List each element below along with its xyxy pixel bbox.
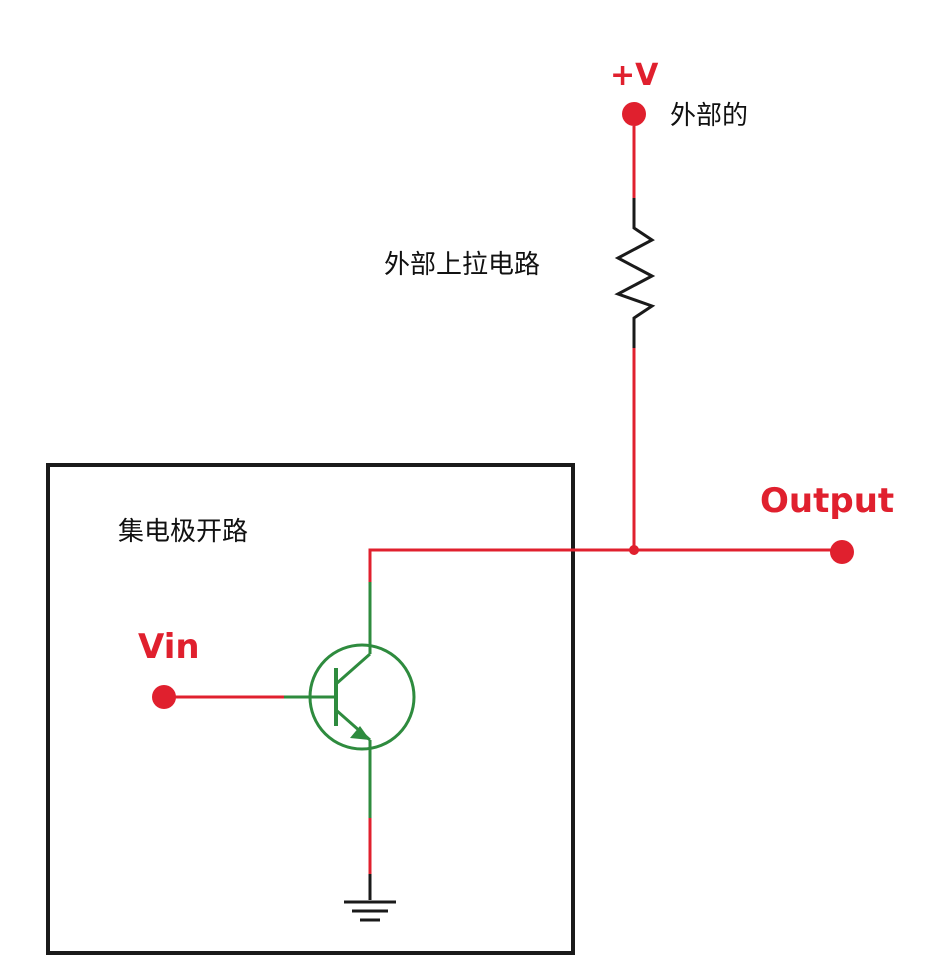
emitter-arrow bbox=[350, 726, 370, 740]
npn-transistor bbox=[284, 582, 416, 818]
supply-label: +V bbox=[610, 58, 659, 93]
open-collector-title: 集电极开路 bbox=[118, 517, 248, 547]
collector-diagonal bbox=[335, 652, 371, 686]
output-terminal bbox=[830, 540, 854, 564]
pullup-label: 外部上拉电路 bbox=[384, 250, 540, 280]
junction-node bbox=[629, 545, 639, 555]
supply-note-label: 外部的 bbox=[670, 101, 748, 131]
pullup-resistor bbox=[614, 198, 656, 348]
collector-output-wire bbox=[368, 548, 842, 582]
supply-terminal bbox=[622, 102, 646, 126]
output-label: Output bbox=[760, 481, 894, 521]
input-label: Vin bbox=[138, 627, 200, 667]
open-collector-box bbox=[46, 463, 575, 955]
ground-icon bbox=[344, 900, 396, 922]
